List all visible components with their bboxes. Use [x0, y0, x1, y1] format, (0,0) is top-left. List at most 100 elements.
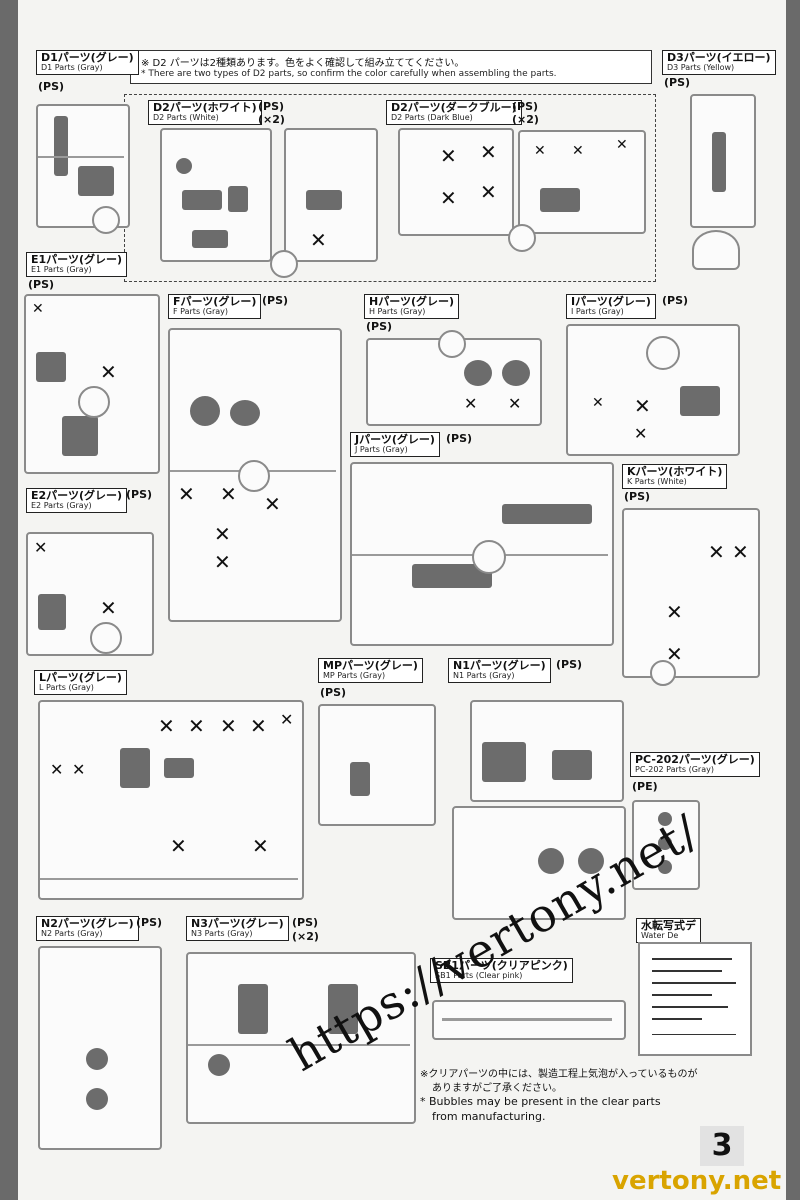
runner-sb1	[432, 1000, 626, 1040]
part	[86, 1048, 108, 1070]
material-d2-white: (PS)	[258, 100, 285, 113]
label-d2-white: D2パーツ(ホワイト)D2 Parts (White)	[148, 100, 262, 125]
material-i: (PS)	[662, 294, 689, 307]
runner-ring	[508, 224, 536, 252]
decal-line	[652, 982, 736, 984]
unused-part-mark: ✕	[214, 522, 231, 546]
material-j: (PS)	[446, 432, 473, 445]
part	[192, 230, 228, 248]
label-n1: N1パーツ(グレー)N1 Parts (Gray)	[448, 658, 551, 683]
part	[578, 848, 604, 874]
notice-line-en: * There are two types of D2 parts, so co…	[141, 69, 557, 79]
label-k: Kパーツ(ホワイト)K Parts (White)	[622, 464, 728, 489]
unused-part-mark: ✕	[32, 301, 44, 317]
unused-part-mark: ✕	[100, 596, 117, 620]
part	[464, 360, 492, 386]
notice-line-jp: ※ D2 パーツは2種類あります。色をよく確認して組み立ててください。	[141, 58, 465, 69]
material-d2-blue: (PS)	[512, 100, 539, 113]
sprue-bar	[188, 1044, 410, 1046]
runner-ring	[78, 386, 110, 418]
qty-n3: (×2)	[292, 930, 319, 943]
unused-part-mark: ✕	[634, 394, 651, 418]
label-e2: E2パーツ(グレー)E2 Parts (Gray)	[26, 488, 128, 513]
part	[120, 748, 150, 788]
part	[78, 166, 114, 196]
part	[36, 352, 66, 382]
part	[238, 984, 268, 1034]
page-number: 3	[700, 1126, 744, 1166]
runner-k: ✕ ✕ ✕ ✕	[622, 508, 760, 678]
part	[482, 742, 526, 782]
part	[190, 396, 220, 426]
label-mp: MPパーツ(グレー)MP Parts (Gray)	[318, 658, 423, 683]
material-d3: (PS)	[664, 76, 691, 89]
part	[62, 416, 98, 456]
material-h: (PS)	[366, 320, 393, 333]
runner-ring	[692, 230, 740, 270]
label-n3: N3パーツ(グレー)N3 Parts (Gray)	[186, 916, 289, 941]
water-decal-sheet	[638, 942, 752, 1056]
label-d1: D1パーツ(グレー)D1 Parts (Gray)	[36, 50, 139, 75]
material-n1: (PS)	[556, 658, 583, 671]
unused-part-mark: ✕	[34, 538, 48, 557]
material-k: (PS)	[624, 490, 651, 503]
unused-part-mark: ✕	[572, 143, 584, 159]
unused-part-mark: ✕	[250, 714, 267, 738]
runner-l: ✕ ✕ ✕ ✕ ✕ ✕ ✕ ✕ ✕	[38, 700, 304, 900]
runner-d2-white-a	[160, 128, 272, 262]
part	[658, 812, 672, 826]
part	[86, 1088, 108, 1110]
runner-ring	[238, 460, 270, 492]
runner-d2-white-b: ✕	[284, 128, 378, 262]
runner-ring	[438, 330, 466, 358]
page-left-border	[0, 0, 18, 1200]
sprue-bar	[40, 878, 298, 880]
decal-line	[652, 970, 722, 972]
unused-part-mark: ✕	[158, 714, 175, 738]
page-right-border	[786, 0, 800, 1200]
part	[658, 836, 672, 850]
unused-part-mark: ✕	[220, 714, 237, 738]
part	[680, 386, 720, 416]
label-h: Hパーツ(グレー)H Parts (Gray)	[364, 294, 460, 319]
runner-n3	[186, 952, 416, 1124]
label-e1: E1パーツ(グレー)E1 Parts (Gray)	[26, 252, 128, 277]
runner-ring	[650, 660, 676, 686]
part	[176, 158, 192, 174]
runner-pc202	[632, 800, 700, 890]
unused-part-mark: ✕	[592, 395, 604, 411]
watermark-site: vertony.net	[612, 1166, 782, 1196]
runner-h: ✕ ✕	[366, 338, 542, 426]
unused-part-mark: ✕	[188, 714, 205, 738]
part	[228, 186, 248, 212]
label-d2-blue: D2パーツ(ダークブルー)D2 Parts (Dark Blue)	[386, 100, 522, 125]
d2-notice-box: ※ D2 パーツは2種類あります。色をよく確認して組み立ててください。 * Th…	[130, 50, 652, 84]
sprue-bar	[38, 156, 124, 158]
part	[54, 116, 68, 176]
unused-part-mark: ✕	[310, 228, 327, 252]
note-en-1: * Bubbles may be present in the clear pa…	[420, 1095, 661, 1108]
note-jp-2: ありますがご了承ください。	[432, 1082, 562, 1094]
runner-d2-blue-a: ✕ ✕ ✕ ✕	[398, 128, 514, 236]
material-pc202: (PE)	[632, 780, 658, 793]
part	[182, 190, 222, 210]
runner-d2-blue-b: ✕ ✕ ✕	[518, 130, 646, 234]
label-l: Lパーツ(グレー)L Parts (Gray)	[34, 670, 127, 695]
label-d3: D3パーツ(イエロー)D3 Parts (Yellow)	[662, 50, 776, 75]
unused-part-mark: ✕	[708, 540, 725, 564]
part	[712, 132, 726, 192]
unused-part-mark: ✕	[480, 180, 497, 204]
label-n2: N2パーツ(グレー)N2 Parts (Gray)	[36, 916, 139, 941]
part	[230, 400, 260, 426]
runner-mp	[318, 704, 436, 826]
unused-part-mark: ✕	[616, 137, 628, 153]
runner-n2	[38, 946, 162, 1150]
runner-d1	[36, 104, 130, 228]
part	[538, 848, 564, 874]
part	[350, 762, 370, 796]
clear-parts-note: ※クリアパーツの中には、製造工程上気泡が入っているものが ありますがご了承くださ…	[420, 1068, 720, 1125]
part	[306, 190, 342, 210]
material-n2: (PS)	[136, 916, 163, 929]
part	[502, 504, 592, 524]
material-d1: (PS)	[38, 80, 65, 93]
